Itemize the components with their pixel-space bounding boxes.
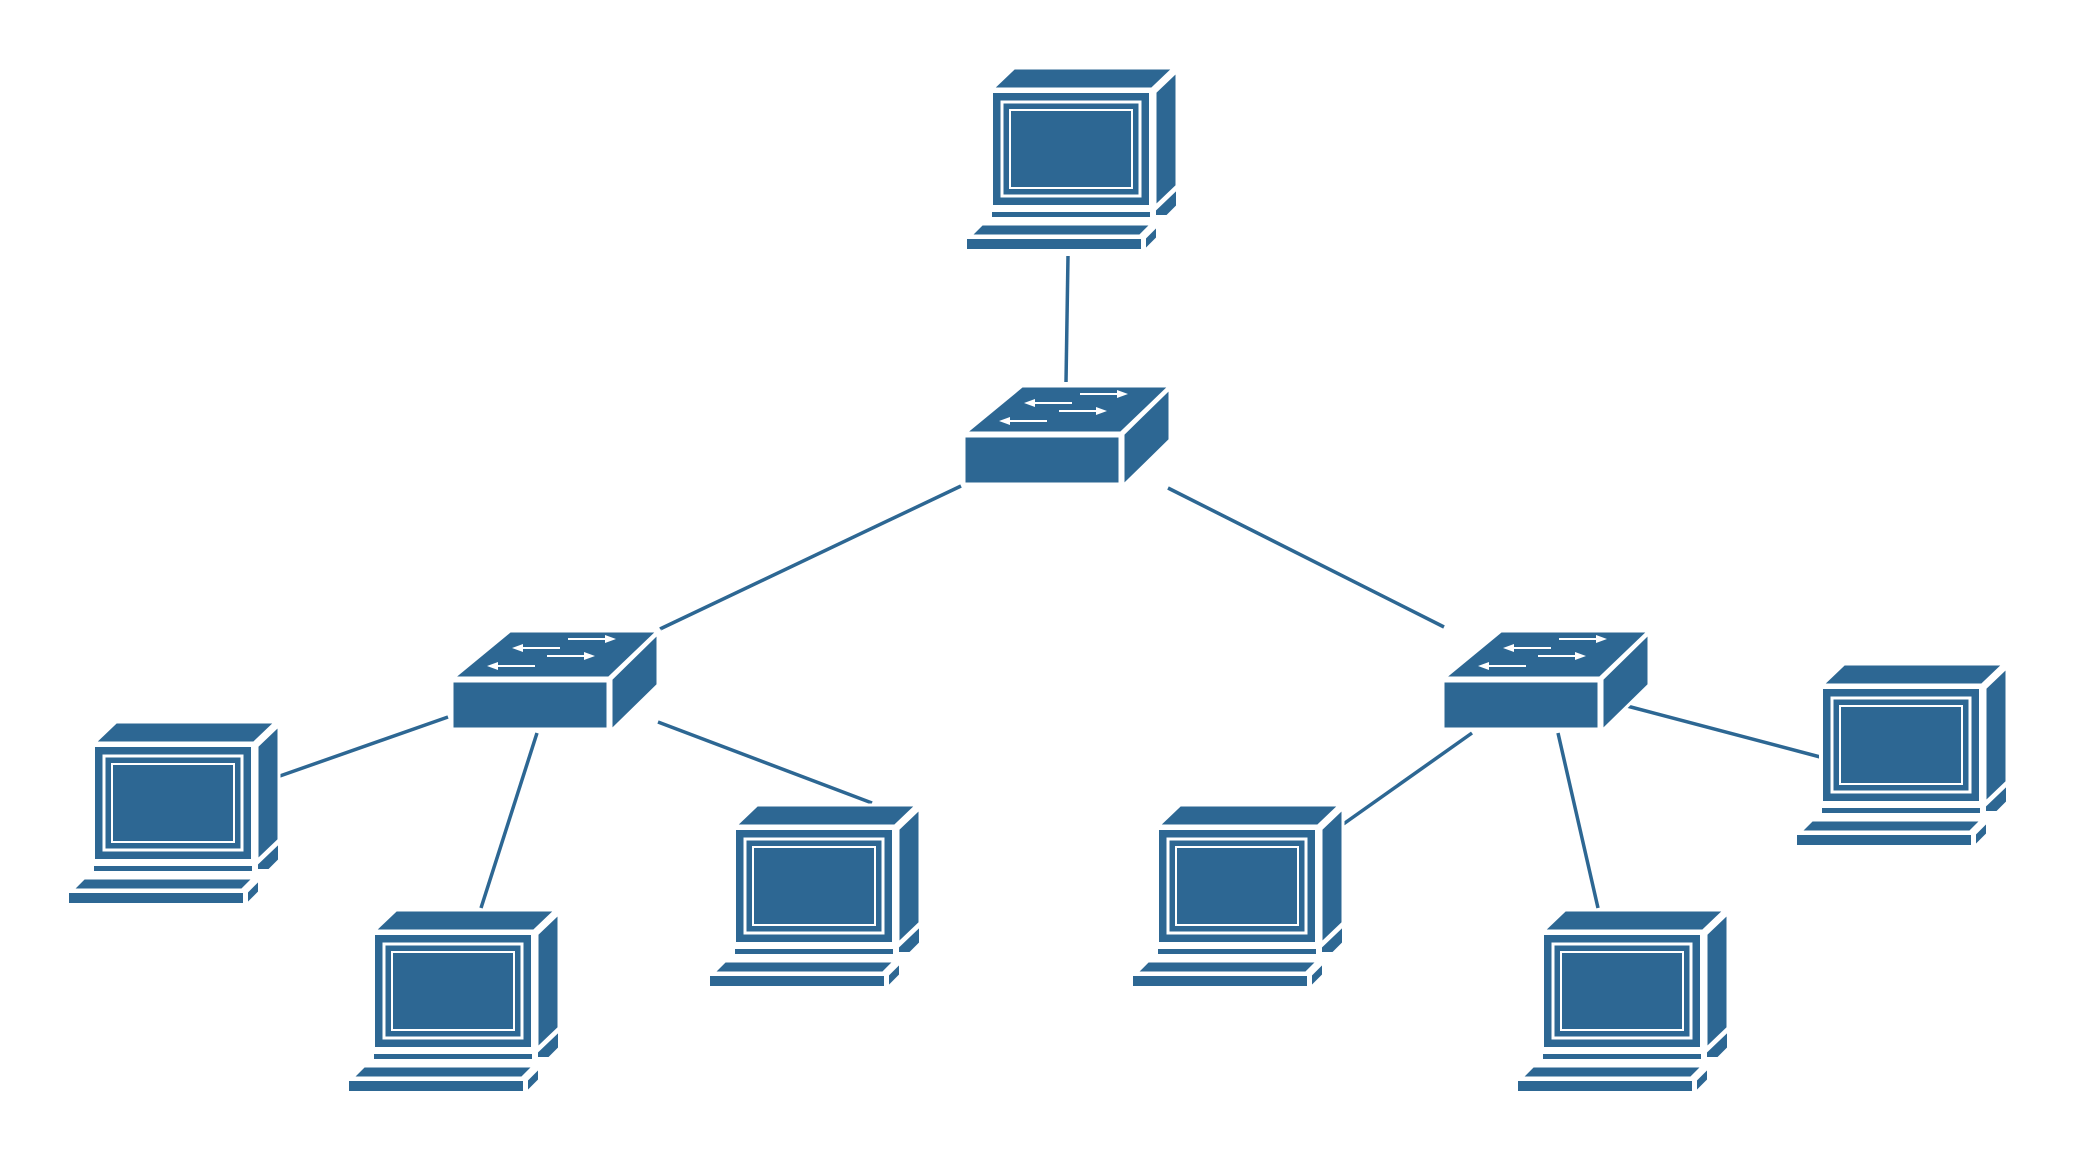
desktop-computer-icon-pc-left-2: [346, 908, 561, 1094]
desktop-computer-icon-pc-top: [964, 66, 1179, 252]
link-switch-right-pc-right-2: [1556, 732, 1600, 909]
desktop-computer-icon-pc-right-1: [1130, 803, 1345, 989]
link-switch-core-switch-right: [1167, 486, 1445, 629]
link-switch-right-pc-right-1: [1340, 731, 1474, 827]
link-switch-left-pc-left-1: [276, 715, 449, 779]
desktop-computer-icon-pc-right-2: [1515, 908, 1730, 1094]
link-switch-core-switch-left: [659, 484, 962, 631]
link-pc-top-switch-core: [1064, 255, 1070, 383]
link-switch-right-pc-right-3: [1626, 704, 1825, 760]
network-switch-icon-switch-left: [450, 629, 660, 733]
link-switch-left-pc-left-2: [479, 732, 539, 909]
nodes-layer: [66, 66, 2009, 1094]
network-switch-icon-switch-core: [962, 384, 1172, 488]
desktop-computer-icon-pc-right-3: [1794, 662, 2009, 848]
network-switch-icon-switch-right: [1441, 629, 1651, 733]
links-layer: [276, 255, 1825, 909]
desktop-computer-icon-pc-left-1: [66, 720, 281, 906]
desktop-computer-icon-pc-left-3: [707, 803, 922, 989]
link-switch-left-pc-left-3: [657, 720, 873, 805]
